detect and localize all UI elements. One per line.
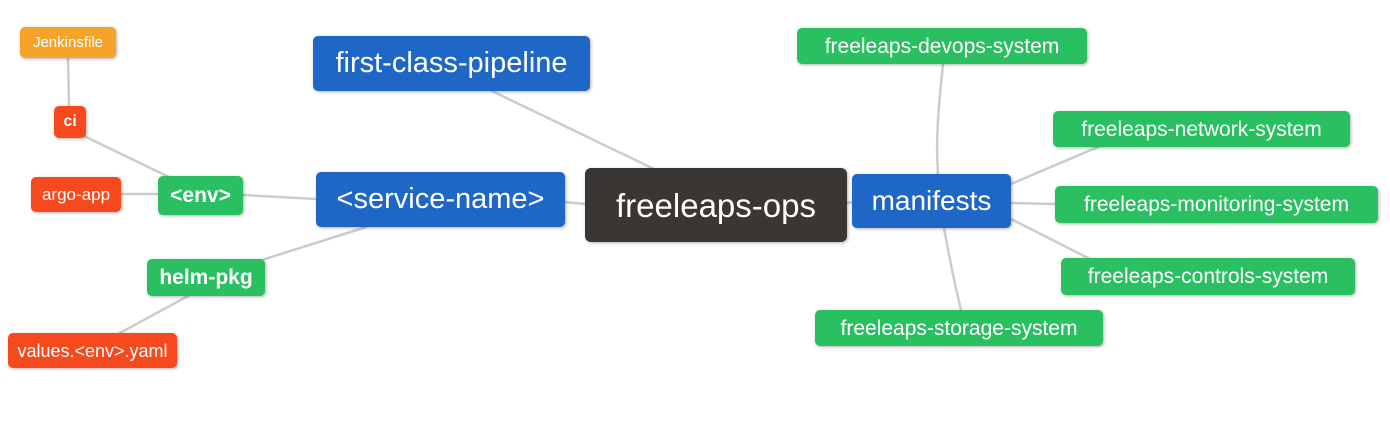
node-ci[interactable]: ci [54, 106, 86, 138]
node-freeleaps-controls-system[interactable]: freeleaps-controls-system [1061, 258, 1355, 295]
edge-env-servicename [241, 193, 318, 201]
edge-servicename-helmpkg [260, 225, 368, 262]
node-values-env-yaml[interactable]: values.<env>.yaml [8, 333, 177, 368]
node-freeleaps-storage-system[interactable]: freeleaps-storage-system [815, 310, 1103, 346]
edge-fcp-ops [490, 89, 658, 172]
edge-servicename-ops [563, 200, 587, 206]
node-jenkinsfile[interactable]: Jenkinsfile [20, 27, 116, 58]
edge-manifests-controls [1009, 217, 1092, 261]
node-freeleaps-ops-root[interactable]: freeleaps-ops [585, 168, 847, 242]
edge-jenkinsfile-ci [66, 56, 71, 108]
node-first-class-pipeline[interactable]: first-class-pipeline [313, 36, 590, 91]
node-env[interactable]: <env> [158, 176, 243, 215]
edge-manifests-monitoring [1009, 201, 1057, 206]
edge-helmpkg-values [116, 294, 190, 336]
node-freeleaps-devops-system[interactable]: freeleaps-devops-system [797, 28, 1087, 64]
node-service-name[interactable]: <service-name> [316, 172, 565, 227]
node-argo-app[interactable]: argo-app [31, 177, 121, 212]
edge-manifests-network [1009, 145, 1100, 186]
edge-ci-env [80, 133, 173, 180]
node-manifests[interactable]: manifests [852, 174, 1011, 228]
edge-manifests-storage [942, 226, 963, 312]
edge-manifests-devops [935, 62, 945, 176]
node-freeleaps-network-system[interactable]: freeleaps-network-system [1053, 111, 1350, 147]
node-helm-pkg[interactable]: helm-pkg [147, 259, 265, 296]
node-freeleaps-monitoring-system[interactable]: freeleaps-monitoring-system [1055, 186, 1378, 223]
